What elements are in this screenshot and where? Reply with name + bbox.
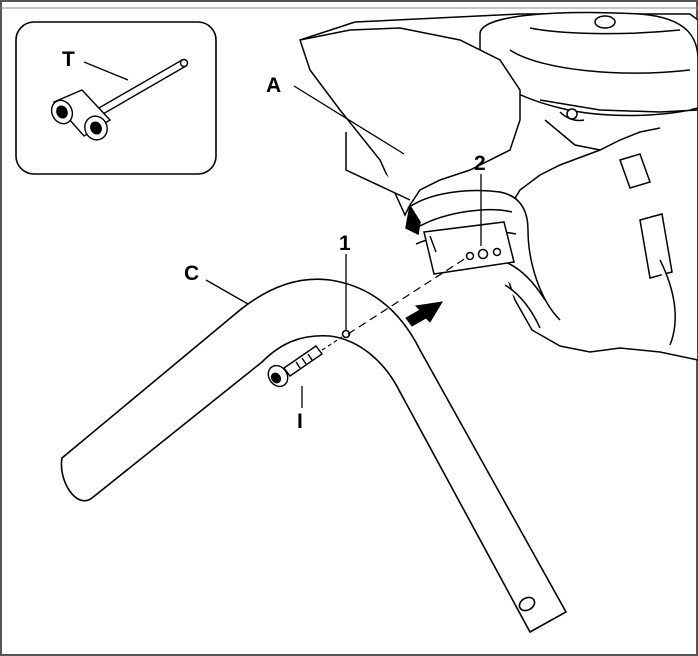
label-bolt: I (297, 410, 303, 433)
handle-end-hole (518, 596, 536, 612)
label-hole-handle: 1 (339, 232, 351, 255)
leader-shield (293, 85, 405, 155)
bracket-hole-2 (477, 248, 489, 260)
label-handle: C (184, 262, 199, 285)
bolt-axis-dash (321, 336, 343, 351)
arrow-right-icon (405, 301, 443, 327)
alignment-line (347, 257, 467, 335)
bolt (267, 345, 323, 388)
tool-inset: T (15, 21, 217, 175)
handle-tube (60, 278, 568, 634)
label-tool: T (62, 48, 75, 71)
leader-tool (83, 61, 129, 81)
handle-hole-1 (341, 329, 351, 339)
label-shield: A (266, 74, 281, 97)
t-wrench-icon (50, 58, 189, 141)
mounting-bracket (405, 203, 515, 275)
label-hole-bracket: 2 (474, 152, 486, 175)
leader-handle (205, 279, 249, 305)
